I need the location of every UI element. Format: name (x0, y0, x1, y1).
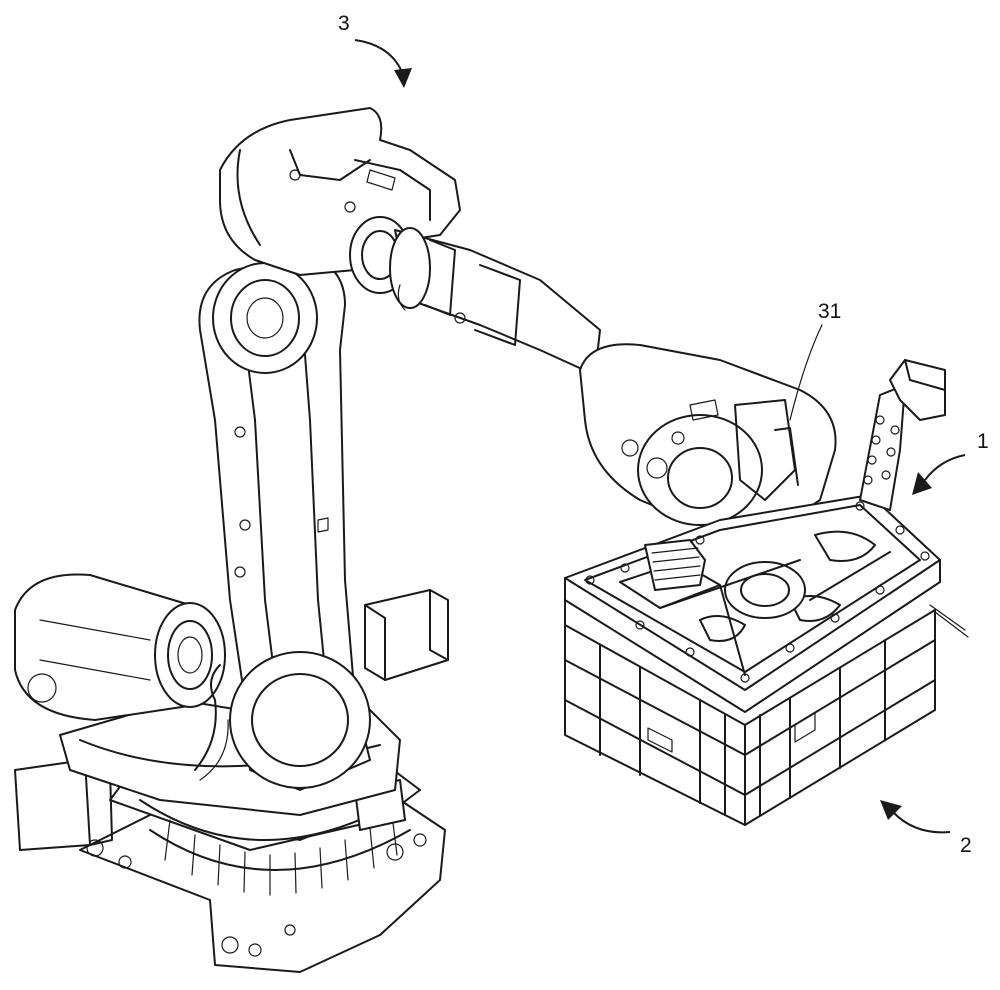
leader-flange (789, 324, 823, 421)
leader-arrows (354, 39, 966, 834)
label-robot: 3 (338, 12, 350, 35)
arrow-gripper (924, 454, 966, 481)
container-box (564, 599, 936, 826)
robot-forearm (389, 227, 601, 376)
label-gripper: 1 (977, 430, 989, 453)
robot-lower-arm (198, 254, 371, 791)
gripper-frame (564, 359, 969, 713)
arrow-container (892, 811, 951, 834)
label-flange: 31 (818, 300, 841, 323)
label-container: 2 (960, 834, 972, 857)
arrow-robot (354, 39, 403, 73)
